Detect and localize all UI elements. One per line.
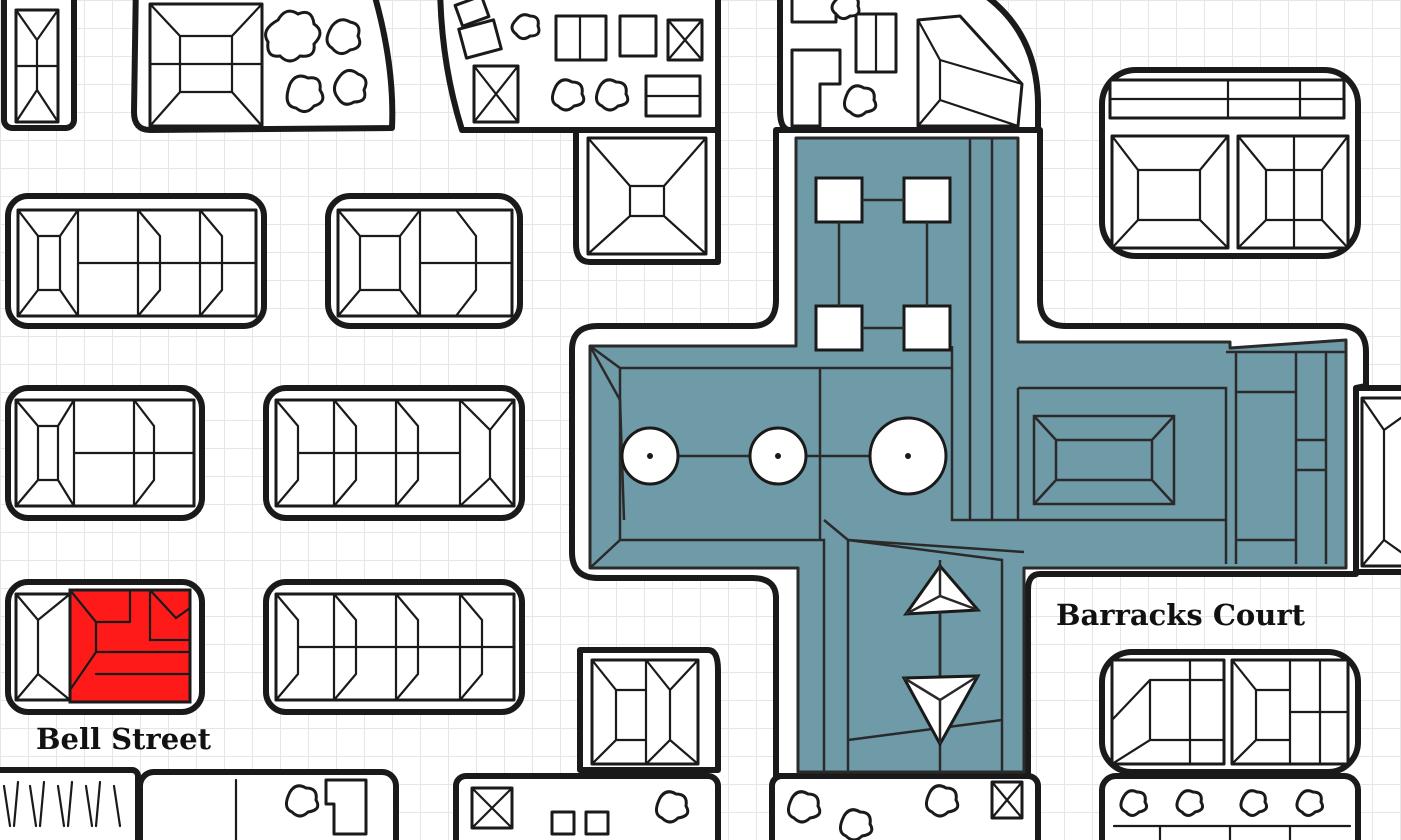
tree-icon — [787, 784, 960, 840]
pillar-icon — [814, 176, 952, 352]
dome-icon — [620, 416, 948, 496]
block-row2-3 — [573, 127, 721, 265]
block-row4-right — [1099, 649, 1361, 775]
tree-icon — [655, 790, 690, 824]
temple-complex[interactable] — [588, 136, 1348, 774]
block-top-right — [1099, 67, 1361, 259]
block-east-edge — [1353, 385, 1401, 575]
block-bottom-3 — [453, 773, 721, 840]
highlighted-building[interactable] — [68, 588, 192, 704]
block-row3-1 — [5, 385, 205, 521]
tree-icon — [1119, 789, 1324, 817]
block-bottom-5 — [1099, 773, 1361, 840]
block-top-3 — [437, 0, 721, 133]
block-row2-2 — [325, 193, 523, 329]
block-row3-2 — [263, 385, 525, 521]
label-barracks-court: Barracks Court — [1056, 598, 1306, 632]
tree-icon — [830, 0, 878, 118]
tree-icon — [510, 13, 630, 112]
block-row4-3 — [577, 647, 721, 773]
block-bottom-4 — [769, 773, 1041, 840]
tree-icon — [264, 9, 368, 113]
block-row4-1 — [5, 579, 205, 715]
block-top-left — [1, 0, 77, 131]
block-top-2 — [131, 0, 396, 133]
block-top-4 — [777, 0, 1042, 133]
block-bottom-1 — [0, 767, 141, 840]
spire-icon — [901, 563, 982, 748]
block-row2-1 — [5, 193, 267, 329]
label-bell-street: Bell Street — [36, 722, 212, 756]
tree-icon — [285, 784, 320, 818]
block-bottom-2 — [137, 769, 399, 840]
block-row4-2 — [263, 579, 525, 715]
